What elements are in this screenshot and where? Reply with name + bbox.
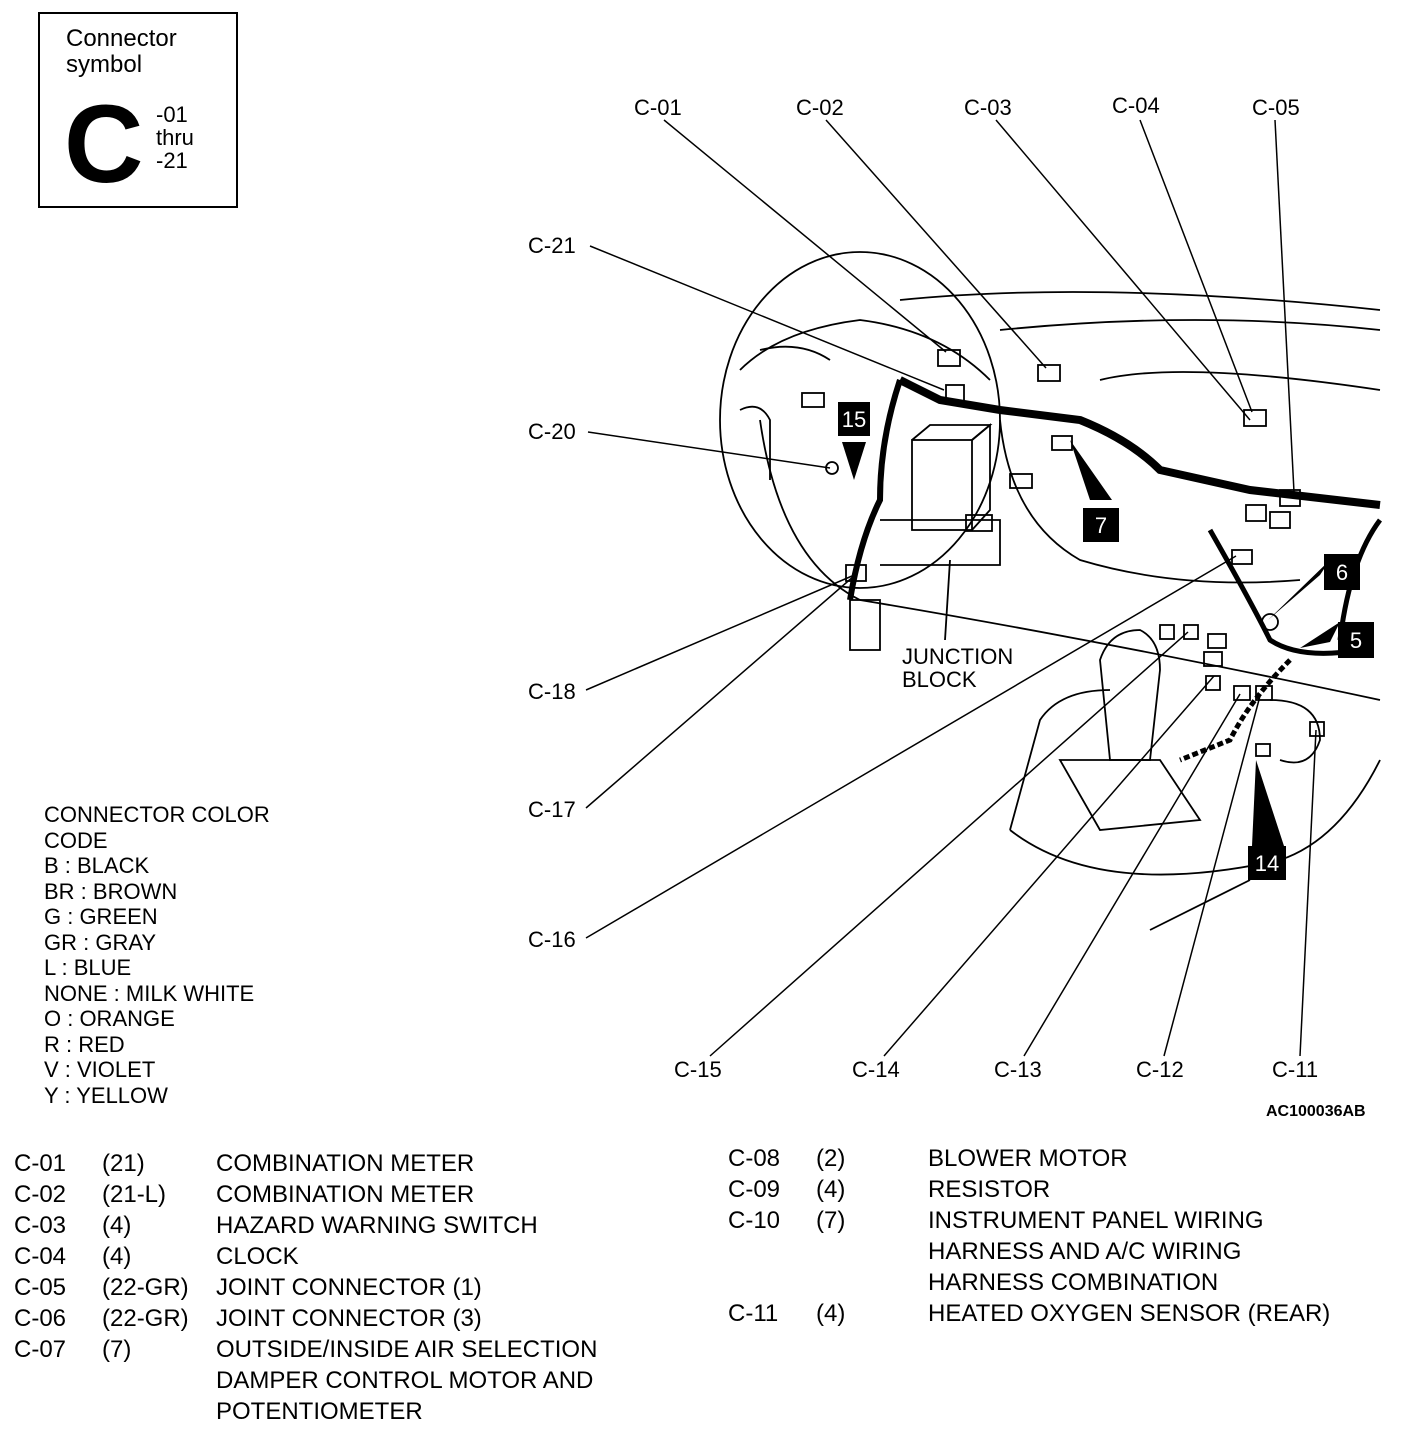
connector-name: COMBINATION METER bbox=[216, 1150, 475, 1177]
badge-6: 6 bbox=[1336, 560, 1348, 585]
connector-name: RESISTOR bbox=[928, 1176, 1051, 1203]
callout-c18: C-18 bbox=[528, 679, 576, 704]
connector-name: INSTRUMENT PANEL WIRING bbox=[928, 1207, 1264, 1234]
badge-7: 7 bbox=[1095, 513, 1107, 538]
connector-name: OUTSIDE/INSIDE AIR SELECTION bbox=[216, 1336, 598, 1363]
connector-pins: (22-GR) bbox=[102, 1274, 189, 1301]
connector-pins: (2) bbox=[816, 1145, 846, 1172]
legend-entry: R : RED bbox=[44, 1031, 125, 1057]
connector-name: JOINT CONNECTOR (3) bbox=[216, 1305, 482, 1332]
symbol-letter: C bbox=[64, 83, 144, 206]
connector-name: HEATED OXYGEN SENSOR (REAR) bbox=[928, 1300, 1331, 1327]
badge-5-bg bbox=[1338, 622, 1374, 658]
badge-14-bg bbox=[1248, 846, 1286, 880]
connector-pins: (7) bbox=[816, 1207, 846, 1234]
callout-c03: C-03 bbox=[964, 95, 1012, 120]
connector-name: HARNESS AND A/C WIRING bbox=[928, 1238, 1242, 1265]
symbol-range-mid: thru bbox=[156, 125, 194, 150]
legend-heading-2: CODE bbox=[44, 827, 108, 853]
arrow-14 bbox=[1252, 760, 1284, 846]
legend-entry: V : VIOLET bbox=[44, 1057, 156, 1082]
connector-name: JOINT CONNECTOR (1) bbox=[216, 1274, 482, 1301]
legend-entry: G : GREEN bbox=[44, 904, 158, 929]
badge-5: 5 bbox=[1350, 628, 1362, 653]
arrow-6 bbox=[1268, 560, 1330, 620]
callout-c14: C-14 bbox=[852, 1057, 900, 1082]
badge-15: 15 bbox=[842, 407, 866, 432]
badge-15-bg bbox=[838, 402, 870, 436]
junction-block-label-1: JUNCTION bbox=[902, 644, 1014, 669]
symbol-range-end: -21 bbox=[156, 148, 188, 173]
view-arrows bbox=[842, 440, 1340, 846]
callout-c15: C-15 bbox=[674, 1057, 722, 1082]
badge-14: 14 bbox=[1255, 851, 1279, 876]
badge-7-bg bbox=[1083, 508, 1119, 542]
figure-code: AC100036AB bbox=[1266, 1103, 1366, 1120]
legend-entry: L : BLUE bbox=[44, 955, 132, 980]
connector-name: BLOWER MOTOR bbox=[928, 1145, 1128, 1172]
connector-name: COMBINATION METER bbox=[216, 1181, 475, 1208]
symbol-title-line2: symbol bbox=[66, 51, 143, 78]
connector-id: C-06 bbox=[14, 1305, 67, 1332]
callout-c17: C-17 bbox=[528, 797, 576, 822]
legend-entry: NONE : MILK WHITE bbox=[44, 980, 255, 1006]
connector-pins: (7) bbox=[102, 1336, 132, 1363]
callout-c04: C-04 bbox=[1112, 93, 1160, 118]
connector-id: C-09 bbox=[728, 1176, 781, 1203]
connector-pins: (4) bbox=[102, 1212, 132, 1239]
callout-c05: C-05 bbox=[1252, 95, 1300, 120]
badges: 15 7 6 5 14 bbox=[838, 402, 1374, 880]
connector-id: C-10 bbox=[728, 1207, 781, 1234]
arrow-7 bbox=[1070, 440, 1112, 500]
arrow-5 bbox=[1300, 622, 1340, 648]
callout-c13: C-13 bbox=[994, 1057, 1042, 1082]
callout-c11: C-11 bbox=[1272, 1057, 1319, 1082]
callout-c12: C-12 bbox=[1136, 1057, 1184, 1082]
connector-name: POTENTIOMETER bbox=[216, 1398, 423, 1425]
connector-id: C-05 bbox=[14, 1274, 67, 1301]
callout-c20: C-20 bbox=[528, 419, 576, 444]
callout-c16: C-16 bbox=[528, 927, 576, 952]
connector-id: C-08 bbox=[728, 1145, 781, 1172]
connector-id: C-03 bbox=[14, 1212, 67, 1239]
callout-c01: C-01 bbox=[634, 95, 682, 120]
leader-lines bbox=[585, 119, 1317, 1057]
legend-entry: O : ORANGE bbox=[44, 1006, 175, 1031]
callout-c02: C-02 bbox=[796, 95, 844, 120]
connector-pins: (4) bbox=[102, 1243, 132, 1270]
connector-id: C-01 bbox=[14, 1150, 67, 1177]
connector-name: HARNESS COMBINATION bbox=[928, 1269, 1219, 1296]
connector-name: CLOCK bbox=[216, 1243, 299, 1270]
legend-entry: BR : BROWN bbox=[44, 878, 178, 904]
junction-block-label-2: BLOCK bbox=[902, 667, 977, 692]
dashboard-outline bbox=[585, 119, 1383, 1057]
color-code-legend: CONNECTOR COLOR CODE B : BLACK BR : BROW… bbox=[44, 802, 270, 1108]
connector-pins: (4) bbox=[816, 1176, 846, 1203]
arrow-15 bbox=[842, 442, 866, 480]
legend-entry: B : BLACK bbox=[44, 853, 150, 878]
connector-pins: (21-L) bbox=[102, 1181, 167, 1208]
legend-entry: GR : GRAY bbox=[44, 929, 157, 955]
connector-id: C-04 bbox=[14, 1243, 67, 1270]
connector-id: C-02 bbox=[14, 1181, 67, 1208]
badge-6-bg bbox=[1324, 554, 1360, 590]
connector-pins: (4) bbox=[816, 1300, 846, 1327]
connector-pins: (21) bbox=[102, 1150, 145, 1177]
connector-pins: (22-GR) bbox=[102, 1305, 189, 1332]
legend-entry: Y : YELLOW bbox=[44, 1082, 168, 1108]
legend-heading-1: CONNECTOR COLOR bbox=[44, 802, 270, 827]
connector-name: HAZARD WARNING SWITCH bbox=[216, 1212, 538, 1239]
connector-id: C-11 bbox=[728, 1300, 779, 1327]
symbol-range-start: -01 bbox=[156, 102, 188, 127]
callout-c21: C-21 bbox=[528, 233, 576, 258]
connector-id: C-07 bbox=[14, 1336, 67, 1363]
connector-symbol-box: Connector symbol C -01 thru -21 bbox=[38, 12, 238, 208]
symbol-title-line1: Connector bbox=[66, 25, 177, 52]
connector-name: DAMPER CONTROL MOTOR AND bbox=[216, 1367, 594, 1394]
